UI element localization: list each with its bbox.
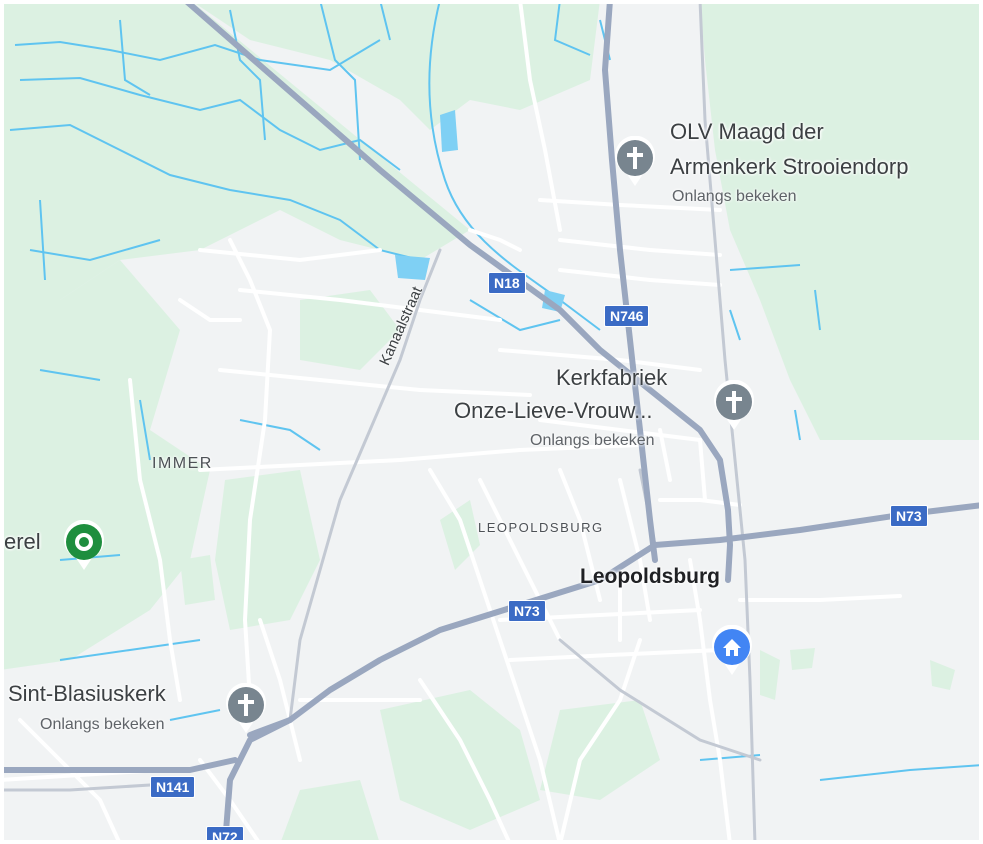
place-subtitle-olv: Onlangs bekeken [672,188,797,205]
place-pin-sint-blasius[interactable] [224,683,268,735]
park-icon [64,520,104,570]
church-icon [714,380,754,430]
road-shield-n73-east: N73 [890,505,928,527]
place-pin-home[interactable] [710,625,754,677]
area-label-immer: IMMER [152,455,213,472]
place-title-kerkfabriek-line2[interactable]: Onze-Lieve-Vrouw... [454,398,653,423]
road-shield-n141: N141 [150,776,196,798]
road-shield-n72: N72 [206,826,244,844]
place-pin-erel[interactable] [62,520,106,572]
place-title-kerkfabriek-line1[interactable]: Kerkfabriek [556,365,668,390]
place-title-sint-blasius[interactable]: Sint-Blasiuskerk [8,681,166,706]
place-title-olv-line1[interactable]: OLV Maagd der [670,119,824,144]
city-label-leopoldsburg[interactable]: Leopoldsburg [580,565,720,588]
church-icon [226,683,266,733]
place-title-erel[interactable]: erel [4,529,41,554]
road-shield-n73-west: N73 [508,600,546,622]
place-title-olv-line2[interactable]: Armenkerk Strooiendorp [670,154,909,179]
home-icon [712,625,752,675]
area-label-leopoldsburg: LEOPOLDSBURG [478,520,604,535]
church-icon [615,136,655,186]
road-shield-n18: N18 [488,272,526,294]
road-shield-n746: N746 [604,305,650,327]
place-pin-kerkfabriek[interactable] [712,380,756,432]
place-subtitle-sint-blasius: Onlangs bekeken [40,716,165,733]
place-subtitle-kerkfabriek: Onlangs bekeken [530,432,655,449]
place-pin-olv[interactable] [613,136,657,188]
